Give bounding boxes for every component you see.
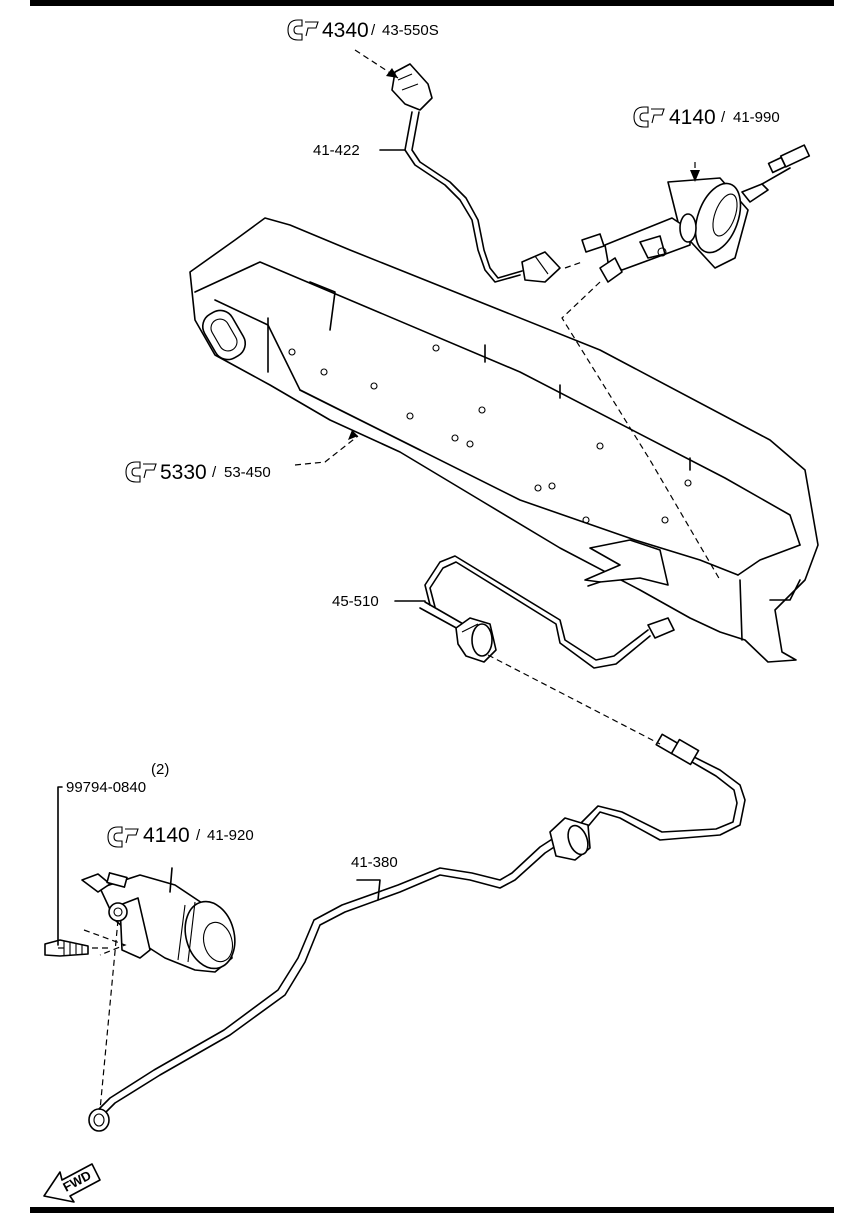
clutch-master-cylinder (581, 144, 811, 283)
callout-part-53-450: 53-450 (224, 464, 271, 481)
callout-ref-4140-b: 4140 (143, 824, 190, 847)
svg-text:/: / (212, 464, 217, 481)
reference-arrow-icon (107, 826, 139, 848)
bottom-border (30, 1207, 834, 1213)
top-border (30, 0, 834, 6)
clutch-hose-45-510 (419, 555, 675, 669)
callout-part-41-990: 41-990 (733, 109, 780, 126)
svg-text:/: / (196, 827, 201, 844)
label-bolt-qty: (2) (151, 761, 169, 778)
solid-leaders (57, 149, 426, 946)
dashed-leaders (58, 49, 721, 1111)
reference-arrow-icon (287, 19, 319, 41)
callout-ref-4140-a: 4140 (669, 106, 716, 129)
clutch-pipe-41-380 (88, 733, 746, 1132)
callout-4140-release: 4140 / 41-920 (107, 824, 254, 848)
clutch-pipe-41-422 (391, 63, 561, 283)
svg-text:/: / (721, 109, 726, 126)
label-bolt-part: 99794-0840 (66, 779, 146, 796)
reference-arrow-icon (633, 106, 665, 128)
svg-text:/: / (371, 22, 376, 39)
reference-arrow-icon (125, 461, 157, 483)
callout-4340: 4340 / 43-550S (287, 19, 439, 42)
label-41-422: 41-422 (313, 142, 360, 159)
callout-ref-5330: 5330 (160, 461, 207, 484)
callout-4140-master: 4140 / 41-990 (633, 106, 780, 129)
leader-arrowheads (348, 68, 700, 440)
callout-part-41-920: 41-920 (207, 827, 254, 844)
label-41-380: 41-380 (351, 854, 398, 871)
clutch-release-cylinder (44, 872, 236, 973)
callout-ref-4340: 4340 (322, 19, 369, 42)
callout-part-43-550S: 43-550S (382, 22, 439, 39)
crossmember-frame (189, 217, 819, 663)
label-45-510: 45-510 (332, 593, 379, 610)
fwd-arrow-icon: FWD (43, 1163, 101, 1203)
callout-5330: 5330 / 53-450 (125, 461, 271, 484)
